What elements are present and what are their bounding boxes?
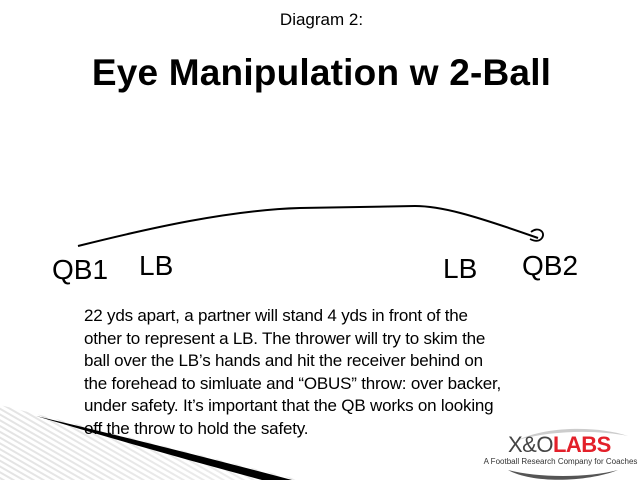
throw-arrow [77, 204, 544, 247]
logo-wordmark: X&OLABS [508, 432, 611, 458]
description-line: other to represent a LB. The thrower wil… [84, 328, 486, 348]
slide-subtitle: Diagram 2: [279, 10, 364, 29]
label-qb2: QB2 [522, 250, 579, 281]
label-lb1: LB [139, 250, 174, 281]
description-line: 22 yds apart, a partner will stand 4 yds… [84, 306, 468, 325]
description-line: ball over the LB’s hands and hit the rec… [84, 351, 483, 371]
label-qb1: QB1 [52, 254, 109, 285]
description-line: off the throw to hold the safety. [84, 418, 309, 438]
logo-tagline: A Football Research Company for Coaches [483, 457, 638, 466]
label-lb2: LB [443, 253, 478, 284]
slide-title: Eye Manipulation w 2-Ball [91, 52, 552, 93]
xo-labs-logo: X&OLABS A Football Research Company for … [478, 428, 643, 480]
arrowhead-icon [529, 228, 544, 242]
logo-labs: LABS [552, 432, 611, 457]
description-line: under safety. It’s important that the QB… [84, 396, 494, 416]
logo-swoosh-icon [508, 428, 628, 480]
description-text: 22 yds apart, a partner will stand 4 yds… [84, 305, 564, 441]
logo-xo: X&O [508, 432, 553, 457]
description-line: the forehead to simluate and “OBUS” thro… [84, 373, 502, 393]
